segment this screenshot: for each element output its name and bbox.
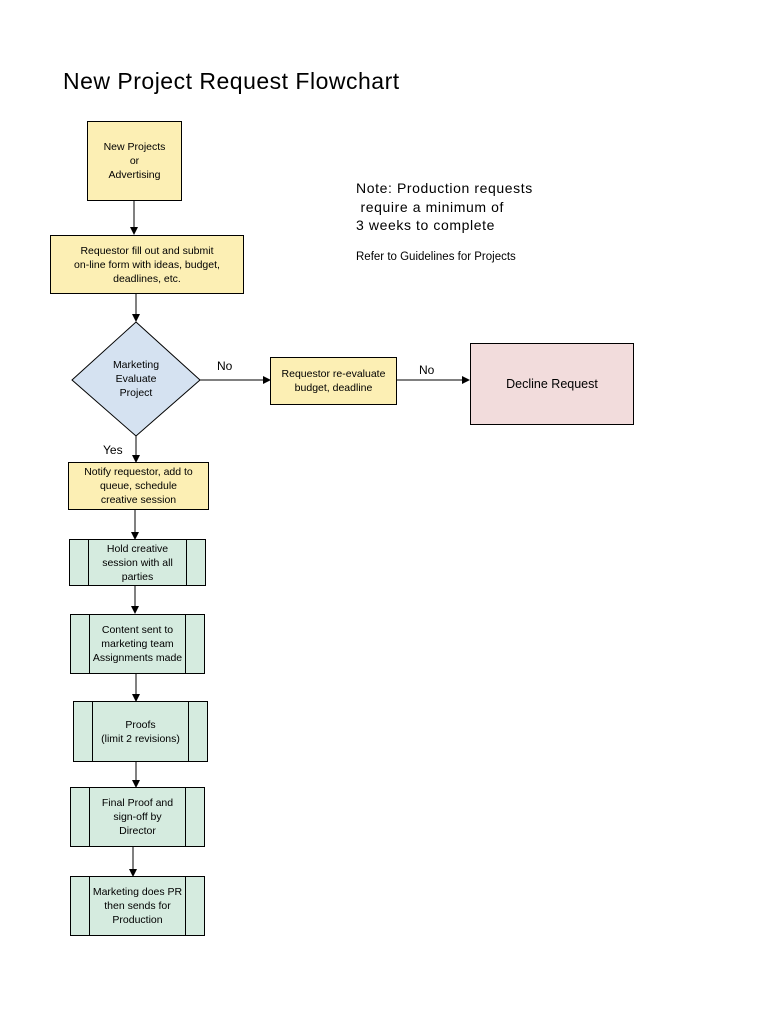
submit-form-box: Requestor fill out and submit on-line fo… [50,235,244,294]
pr-production-label: Marketing does PR then sends for Product… [92,886,183,926]
content-sent-box: Content sent to marketing team Assignmen… [70,614,205,674]
decline-request-box: Decline Request [470,343,634,425]
proofs-label: Proofs (limit 2 revisions) [101,718,180,745]
guidelines-reference: Refer to Guidelines for Projects [356,251,516,263]
edge-label-yes: Yes [103,443,123,457]
creative-session-box: Hold creative session with all parties [69,539,206,586]
edge-label-no-evaluate: No [217,359,233,373]
pr-production-box: Marketing does PR then sends for Product… [70,876,205,936]
start-box: New Projects or Advertising [87,121,182,201]
reevaluate-box: Requestor re-evaluate budget, deadline [270,357,397,405]
production-note: Note: Production requests require a mini… [356,180,533,233]
content-sent-label: Content sent to marketing team Assignmen… [92,624,183,664]
edge-label-no-reevaluate: No [419,363,435,377]
notify-requestor-box: Notify requestor, add to queue, schedule… [68,462,209,510]
creative-session-label: Hold creative session with all parties [102,542,173,583]
final-proof-box: Final Proof and sign-off by Director [70,787,205,847]
final-proof-label: Final Proof and sign-off by Director [101,797,174,837]
page-title: New Project Request Flowchart [63,68,400,94]
evaluate-decision-label: Marketing Evaluate Project [112,359,160,399]
proofs-box: Proofs (limit 2 revisions) [73,701,208,762]
